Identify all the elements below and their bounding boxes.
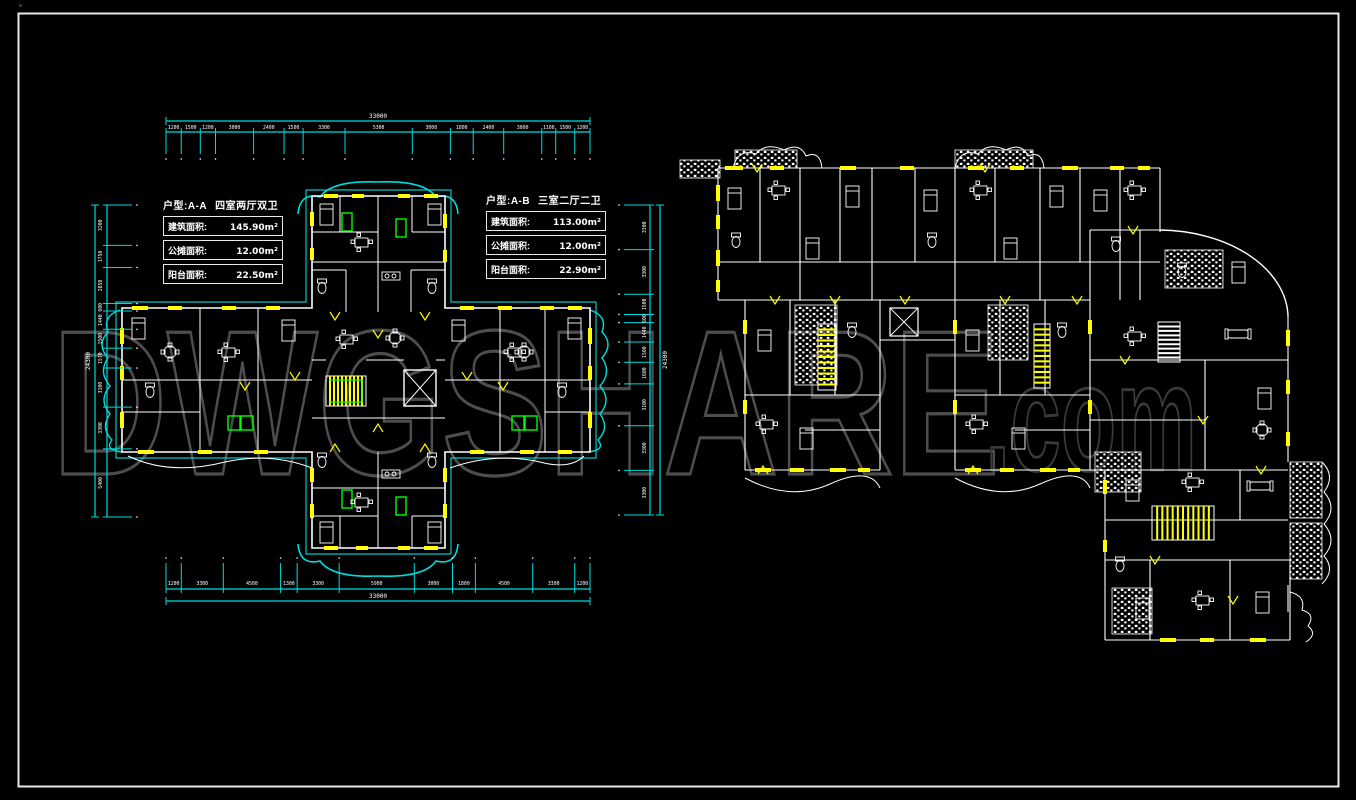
info-value: 12.00m²	[559, 242, 601, 252]
dimension-label: 1300	[283, 581, 295, 587]
info-label: 建筑面积:	[168, 222, 207, 232]
stray-plot-mark	[19, 4, 22, 7]
watermark-main-text: DWGSHARE	[52, 288, 1000, 518]
unit-title: 户型:A-B 三室二厅二卫	[486, 192, 606, 207]
unit-layout-name: 四室两厅双卫	[215, 201, 279, 212]
dimension-label: 1200	[168, 581, 180, 587]
right-floor-plan	[679, 146, 1332, 643]
dimension-chain: 1200 1500 1200 3000 2400 1500 3300 5300 3000 1800…	[165, 113, 591, 160]
dimension-total-label: 33000	[369, 593, 387, 600]
dimension-label: 600	[642, 314, 648, 323]
dimension-label: 2400	[263, 125, 275, 131]
dimension-label: 1200	[202, 125, 214, 131]
info-row: 公摊面积: 12.00m²	[163, 240, 283, 260]
dimension-label: 3000	[229, 125, 241, 131]
dimension-label: 1800	[456, 125, 468, 131]
dimension-total-label: 24300	[85, 352, 92, 370]
dimension-label: 3300	[312, 581, 324, 587]
unit-type-label: 户型:A-A	[163, 201, 208, 212]
dimension-total-label: 33000	[369, 113, 387, 120]
unit-info-box-b: 户型:A-B 三室二厅二卫 建筑面积: 113.00m² 公摊面积: 12.00…	[486, 192, 606, 279]
dimension-chain: 1200 3300 4500 1300 3300 5900 3000 1800 4500 3300…	[165, 557, 591, 605]
dimension-total-label: 24300	[662, 351, 669, 369]
dimension-label: 2850	[98, 280, 104, 292]
dimension-label: 1200	[577, 125, 589, 131]
dimension-label: 1440	[98, 314, 104, 326]
dimension-label: 5400	[98, 477, 104, 489]
dimension-label: 3300	[642, 487, 648, 499]
dimension-label: 3300	[98, 422, 104, 434]
dimension-label: 1570	[98, 352, 104, 364]
dimension-label: 5300	[373, 125, 385, 131]
unit-title: 户型:A-A 四室两厅双卫	[163, 197, 283, 212]
dimension-label: 1200	[577, 581, 589, 587]
dimension-label: 4500	[498, 581, 510, 587]
dimension-label: 1500	[98, 333, 104, 345]
dimension-label: 3300	[548, 581, 560, 587]
dimension-label: 1500	[642, 346, 648, 358]
info-row: 阳台面积: 22.90m²	[486, 259, 606, 279]
dimension-label: 3100	[98, 382, 104, 394]
unit-type-label: 户型:A-B	[486, 196, 531, 207]
info-label: 阳台面积:	[491, 265, 530, 275]
dimension-label: 1750	[98, 251, 104, 263]
info-value: 12.00m²	[236, 247, 278, 257]
watermark: DWGSHARE .com	[50, 286, 1198, 519]
dimension-label: 3200	[98, 219, 104, 231]
dimension-label: 3300	[642, 266, 648, 278]
info-row: 公摊面积: 12.00m²	[486, 235, 606, 255]
dimension-label: 3000	[426, 125, 438, 131]
dimension-chain: 3300 3300 1500 600 1440 1500 1600 3100 3300 3300 2…	[618, 204, 669, 516]
info-value: 22.50m²	[236, 271, 278, 281]
dimension-label: 3100	[642, 399, 648, 411]
dimension-label: 1200	[168, 125, 180, 131]
dimension-label: 1800	[458, 581, 470, 587]
dimension-label: 1600	[642, 367, 648, 379]
info-label: 公摊面积:	[491, 241, 530, 251]
info-label: 建筑面积:	[491, 217, 530, 227]
dimension-label: 1500	[288, 125, 300, 131]
dimension-label: 1500	[185, 125, 197, 131]
drawing-frame	[17, 12, 1340, 788]
left-floor-plan	[101, 180, 609, 578]
unit-info-box-a: 户型:A-A 四室两厅双卫 建筑面积: 145.90m² 公摊面积: 12.00…	[163, 197, 283, 284]
dimension-chain: 3200 1750 2850 600 1440 1500 1570 3100 3300 5400 2…	[85, 204, 138, 518]
dimension-label: 3300	[318, 125, 330, 131]
dimension-label: 600	[98, 303, 104, 312]
dimension-label: 4500	[246, 581, 258, 587]
info-value: 145.90m²	[229, 223, 278, 233]
dimension-label: 3300	[642, 442, 648, 454]
info-label: 阳台面积:	[168, 270, 207, 280]
info-label: 公摊面积:	[168, 246, 207, 256]
dimension-label: 1100	[543, 125, 555, 131]
dimension-label: 3300	[642, 221, 648, 233]
dimension-label: 2400	[483, 125, 495, 131]
unit-layout-name: 三室二厅二卫	[538, 196, 602, 207]
info-row: 建筑面积: 113.00m²	[486, 211, 606, 231]
dimension-label: 1500	[642, 298, 648, 310]
dimension-chains: 1200 1500 1200 3000 2400 1500 3300 5300 3000 1800…	[85, 113, 669, 605]
dimension-label: 1440	[642, 326, 648, 338]
dimension-label: 3000	[428, 581, 440, 587]
info-row: 建筑面积: 145.90m²	[163, 216, 283, 236]
info-value: 113.00m²	[552, 218, 601, 228]
dimension-label: 5900	[371, 581, 383, 587]
info-value: 22.90m²	[559, 266, 601, 276]
dimension-label: 3000	[517, 125, 529, 131]
info-row: 阳台面积: 22.50m²	[163, 264, 283, 284]
dimension-label: 1500	[559, 125, 571, 131]
dimension-label: 3300	[197, 581, 209, 587]
